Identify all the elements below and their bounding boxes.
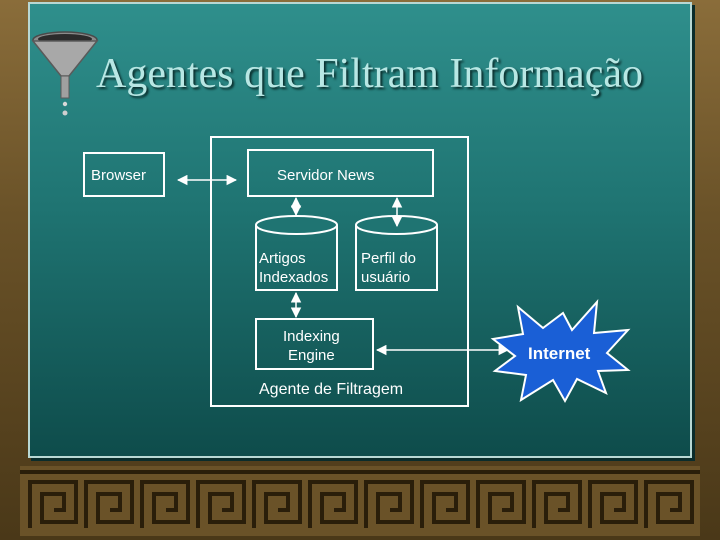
perfil-label-1: Perfil do [361, 250, 417, 267]
servidor-box [247, 149, 434, 197]
indexing-label-2: Engine [288, 347, 335, 364]
browser-label: Browser [91, 167, 147, 184]
artigos-label-1: Artigos [259, 250, 306, 267]
indexing-label-1: Indexing [283, 328, 340, 345]
greek-key-border [20, 466, 700, 536]
agente-label: Agente de Filtragem [259, 381, 404, 398]
artigos-label-2: Indexados [259, 269, 329, 286]
page-title: Agentes que Filtram Informação [96, 51, 643, 97]
funnel-icon [31, 31, 99, 116]
internet-label: Internet [528, 344, 591, 363]
internet-burst [490, 299, 631, 404]
agente-box [210, 136, 469, 407]
servidor-label: Servidor News [277, 167, 375, 184]
perfil-label-2: usuário [361, 269, 411, 286]
indexing-box [255, 318, 374, 370]
browser-box [83, 152, 165, 197]
